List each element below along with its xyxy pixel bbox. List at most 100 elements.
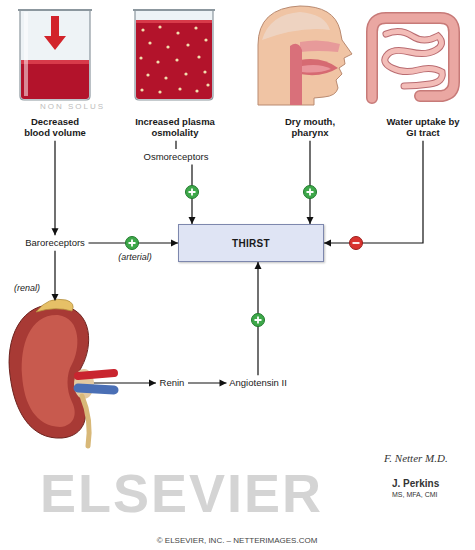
arrow-head xyxy=(255,262,262,269)
node-label: Baroreceptors xyxy=(25,237,86,248)
oral-cavity xyxy=(300,59,338,75)
solute-dot xyxy=(204,38,207,41)
plus-sign xyxy=(252,314,265,327)
arrow-head xyxy=(220,379,227,386)
small-intestine-outline xyxy=(385,31,442,86)
node-label: Decreased blood volume xyxy=(19,117,91,139)
node-text: THIRST xyxy=(232,238,270,249)
solute-dot xyxy=(184,72,187,75)
solute-dot xyxy=(140,88,143,91)
connector xyxy=(176,141,177,149)
arrow-head xyxy=(52,294,59,301)
solute-dot xyxy=(146,73,149,76)
node-label: Increased plasma osmolality xyxy=(125,117,225,139)
plus-mark xyxy=(255,317,262,324)
arrow-head xyxy=(307,217,314,224)
minus-circle xyxy=(350,237,363,250)
plus-circle xyxy=(304,186,317,199)
node-label: Water uptake by GI tract xyxy=(386,117,460,139)
plus-mark xyxy=(189,189,196,196)
plus-circle xyxy=(252,314,265,327)
beaker-rim xyxy=(18,9,92,11)
label-text: F. Netter M.D. xyxy=(384,452,448,464)
solute-dot xyxy=(195,89,198,92)
beaker-rim xyxy=(133,9,215,11)
liquid-surface xyxy=(21,60,89,64)
node-text: Dry mouth, pharynx xyxy=(279,117,341,139)
plus-circle xyxy=(126,237,139,250)
label-text: MS, MFA, CMI xyxy=(392,491,438,498)
solute-dot xyxy=(186,43,189,46)
large-intestine xyxy=(372,18,454,98)
ureter xyxy=(82,396,89,446)
solute-dot xyxy=(178,87,181,90)
beaker-glass xyxy=(135,10,213,100)
plus-mark xyxy=(307,189,314,196)
head-skin xyxy=(258,6,352,105)
node-text: Water uptake by GI tract xyxy=(386,117,460,139)
node-label: Angiotensin II xyxy=(229,377,288,388)
solute-dots xyxy=(139,25,209,93)
thirst-box: THIRST xyxy=(178,224,324,262)
beaker-glass xyxy=(20,10,90,100)
pharynx xyxy=(290,44,302,105)
connector-line xyxy=(324,141,423,243)
node-text: Decreased blood volume xyxy=(19,117,91,139)
arrow-head xyxy=(52,228,59,235)
plus-circle xyxy=(186,186,199,199)
solute-dot xyxy=(158,25,161,28)
minus-mark xyxy=(353,242,360,244)
kidney-body xyxy=(9,305,89,439)
solute-dot xyxy=(197,55,200,58)
liquid-surface xyxy=(136,20,212,23)
node-text: Osmoreceptors xyxy=(143,151,209,162)
glass-highlight xyxy=(24,12,28,96)
minus-sign xyxy=(350,237,363,250)
kidney-cortex xyxy=(22,315,78,427)
solute-dot xyxy=(166,45,169,48)
label-text: J. Perkins xyxy=(392,478,439,489)
connector-line xyxy=(175,141,176,149)
plus-mark xyxy=(129,240,136,247)
node-label: Dry mouth, pharynx xyxy=(279,117,341,139)
node-label: Renin xyxy=(159,377,185,388)
node-text: Angiotensin II xyxy=(229,377,288,388)
solute-dot xyxy=(203,70,206,73)
solute-dot xyxy=(156,60,159,63)
intestines xyxy=(372,18,454,98)
solute-dot xyxy=(175,58,178,61)
small-intestine xyxy=(385,31,442,86)
connector xyxy=(310,141,311,224)
label-text: NON SOLUS xyxy=(40,102,105,111)
plus-sign xyxy=(186,186,199,199)
beaker-low-volume xyxy=(18,10,92,100)
connector xyxy=(55,141,56,235)
large-intestine-outline xyxy=(372,18,454,98)
head-profile xyxy=(258,6,352,105)
node-text: Baroreceptors xyxy=(25,237,86,248)
solute-dot xyxy=(206,83,209,86)
kidney xyxy=(9,294,114,446)
arrow-head xyxy=(324,240,331,247)
solute-dot xyxy=(141,28,144,31)
solute-dot xyxy=(139,56,142,59)
arrow-head xyxy=(189,217,196,224)
node-label: Osmoreceptors xyxy=(143,151,209,162)
adrenal-gland xyxy=(36,299,73,312)
renal-vein xyxy=(78,388,114,390)
connector xyxy=(324,141,423,243)
brain-region xyxy=(262,12,330,40)
edge-label: (renal) xyxy=(14,283,40,293)
solute-dot xyxy=(148,41,151,44)
label-text: © ELSEVIER, INC. – NETTERIMAGES.COM xyxy=(157,536,318,545)
solute-dot xyxy=(176,31,179,34)
connector-line xyxy=(309,141,310,224)
solute-dot xyxy=(164,76,167,79)
renal-artery xyxy=(78,373,114,376)
plus-sign xyxy=(304,186,317,199)
connector-line xyxy=(54,141,55,235)
node-text: Renin xyxy=(159,377,185,388)
label-text: ELSEVIER xyxy=(40,466,323,520)
solute-dot xyxy=(194,26,197,29)
